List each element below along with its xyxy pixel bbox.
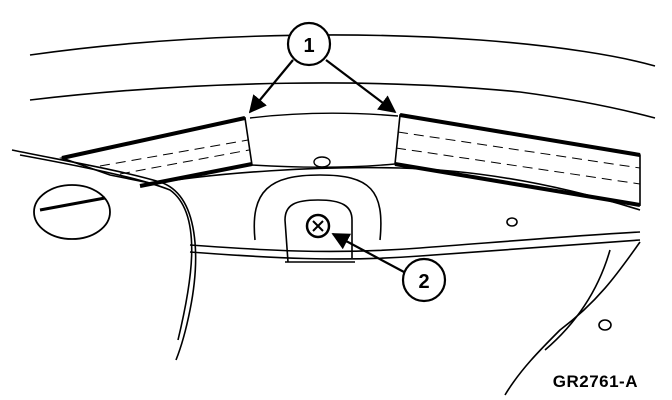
figure-id: GR2761-A — [552, 372, 638, 391]
left-access-opening — [33, 184, 111, 240]
body-panel-edges — [11, 149, 641, 396]
callout-2: 2 — [331, 233, 447, 303]
callout-2-label: 2 — [418, 271, 429, 293]
center-panel — [249, 112, 399, 168]
callout-1-label: 1 — [303, 35, 314, 57]
callout-1: 1 — [248, 21, 397, 114]
center-recess — [253, 174, 382, 263]
background-contour-lines — [29, 34, 656, 119]
left-seal-strip — [59, 116, 253, 188]
right-seal-strip — [394, 113, 641, 207]
fastener — [305, 213, 331, 239]
